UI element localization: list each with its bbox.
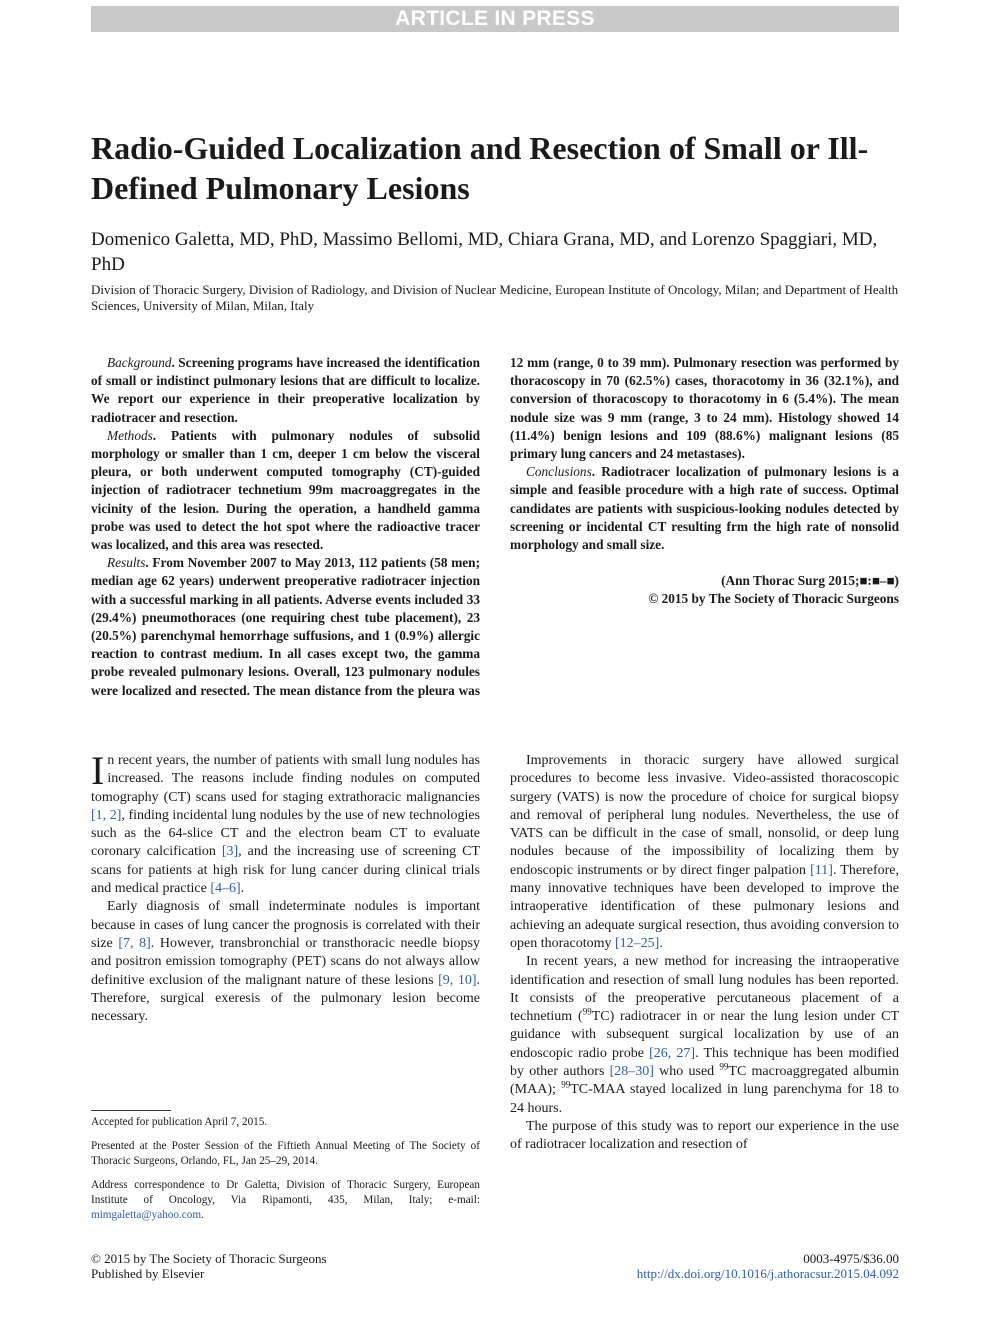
body-text: TC-MAA stayed localized in lung parenchy…	[510, 1082, 899, 1116]
footnote-accepted: Accepted for publication April 7, 2015.	[91, 1116, 268, 1128]
article-in-press-banner: ARTICLE IN PRESS	[91, 6, 899, 32]
abstract-methods: Methods. Patients with pulmonary nodules…	[91, 427, 480, 554]
reference-link-12-25[interactable]: [12–25]	[614, 935, 660, 951]
footnote-address: Address correspondence to Dr Galetta, Di…	[91, 1178, 480, 1223]
reference-link-26-27[interactable]: [26, 27]	[649, 1045, 696, 1061]
conclusions-label: Conclusions	[526, 464, 592, 480]
superscript-99: 99	[582, 1006, 592, 1017]
doi-link[interactable]: http://dx.doi.org/10.1016/j.athoracsur.2…	[636, 1266, 899, 1281]
superscript-99: 99	[561, 1079, 571, 1090]
body-text: who used	[653, 1064, 720, 1080]
footer-publisher: Published by Elsevier	[91, 1266, 205, 1281]
footer-copyright: © 2015 by The Society of Thoracic Surgeo…	[91, 1251, 327, 1266]
email-link[interactable]: mimgaletta@yahoo.com	[91, 1209, 202, 1221]
reference-link-7-8[interactable]: [7, 8]	[118, 935, 151, 951]
body-text: In recent years, a new method for increa…	[510, 954, 899, 1025]
body-text: TC) radiotracer in or near the lung lesi…	[510, 1009, 900, 1061]
body-text: , and the increasing use of screening CT…	[91, 844, 480, 897]
conclusions-text: . Radiotracer localization of pulmonary …	[510, 464, 899, 553]
abstract-results: Results. From November 2007 to May 2013,…	[91, 354, 899, 706]
address-text: Address correspondence to Dr Galetta, Di…	[91, 1179, 480, 1206]
body-text: . However, transbronchial or transthorac…	[91, 935, 480, 988]
journal-citation: (Ann Thorac Surg 2015;■:■–■)	[721, 573, 899, 589]
body-text: .	[659, 935, 663, 951]
author-list: Domenico Galetta, MD, PhD, Massimo Bello…	[91, 229, 878, 275]
background-label: Background	[107, 355, 172, 370]
address-end: .	[201, 1209, 204, 1221]
body-text: TC macroaggregated albumin (MAA);	[510, 1064, 899, 1098]
results-text: . From November 2007 to May 2013, 112 pa…	[91, 355, 899, 698]
article-title: Radio-Guided Localization and Resection …	[91, 130, 869, 206]
affiliation: Division of Thoracic Surgery, Division o…	[91, 282, 899, 313]
body-text: .	[240, 881, 245, 897]
body-text: . Therefore, surgical exeresis of the pu…	[91, 972, 480, 1025]
body-text: Improvements in thoracic surgery have al…	[510, 753, 899, 878]
methods-text: . Patients with pulmonary nodules of sub…	[91, 427, 480, 553]
body-text: Early diagnosis of small indeterminate n…	[91, 899, 480, 951]
reference-link-1-2[interactable]: [1, 2]	[91, 807, 122, 823]
body-text: . This technique has been modified by ot…	[510, 1045, 900, 1080]
abstract: Background. Screening programs have incr…	[91, 354, 899, 706]
body-paragraph-5: The purpose of this study was to report …	[510, 1118, 899, 1153]
abstract-background: Background. Screening programs have incr…	[91, 354, 480, 427]
abstract-conclusions: Conclusions. Radiotracer localization of…	[510, 463, 899, 554]
reference-link-9-10[interactable]: [9, 10]	[438, 972, 477, 988]
abstract-copyright: © 2015 by The Society of Thoracic Surgeo…	[648, 591, 899, 607]
background-text: . Screening programs have increased the …	[91, 355, 480, 425]
superscript-99: 99	[719, 1061, 729, 1072]
footer-right: 0003-4975/$36.00 http://dx.doi.org/10.10…	[499, 1251, 899, 1281]
body-text: , finding incidental lung nodules by the…	[91, 807, 481, 860]
footnote-presented: Presented at the Poster Session of the F…	[91, 1140, 480, 1167]
body-text: n recent years, the number of patients w…	[91, 753, 480, 805]
footnote-rule	[91, 1110, 171, 1111]
footnotes: Accepted for publication April 7, 2015. …	[91, 1110, 480, 1232]
reference-link-28-30[interactable]: [28–30]	[609, 1064, 654, 1080]
methods-label: Methods	[107, 427, 153, 443]
body-paragraph-2: Early diagnosis of small indeterminate n…	[91, 898, 480, 1026]
footer-left: © 2015 by The Society of Thoracic Surgeo…	[91, 1251, 491, 1281]
results-label: Results	[107, 555, 146, 571]
body-paragraph-4: In recent years, a new method for increa…	[510, 953, 899, 1118]
footer-issn: 0003-4975/$36.00	[803, 1251, 899, 1266]
drop-cap: I	[91, 748, 105, 793]
reference-link-4-6[interactable]: [4–6]	[210, 881, 241, 897]
body-text: . Therefore, many innovative techniques …	[510, 862, 899, 951]
reference-link-3[interactable]: [3]	[221, 844, 239, 860]
body-paragraph-3: Improvements in thoracic surgery have al…	[510, 752, 899, 953]
reference-link-11[interactable]: [11]	[810, 862, 833, 878]
